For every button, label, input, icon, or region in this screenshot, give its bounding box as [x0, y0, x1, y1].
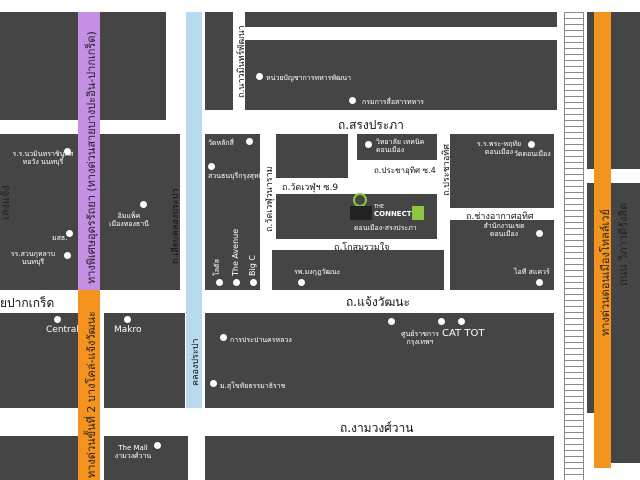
road-prachauthit-4: ถ.ประชาอุทิศ ซ.4	[374, 166, 436, 175]
poi-dot	[458, 318, 465, 325]
poi-dot	[210, 380, 217, 387]
block	[205, 12, 233, 110]
block	[611, 183, 640, 463]
poi-mahidol: มสธ.	[52, 234, 68, 242]
block	[245, 12, 557, 27]
poi-dot	[365, 141, 372, 148]
logo-brand-main: CONNECT	[374, 210, 412, 218]
block	[100, 12, 166, 120]
poi-dot	[233, 279, 240, 286]
poi-dot	[349, 97, 356, 104]
poi-dot	[220, 334, 227, 341]
poi-dot	[250, 279, 257, 286]
poi-dot	[54, 316, 61, 323]
poi-makro: Makro	[114, 325, 142, 335]
poi-dot	[140, 201, 147, 208]
logo-subtitle: ดอนเมือง-สรงประภา	[354, 224, 417, 232]
block	[0, 12, 78, 120]
road-chang-akat: ถ.ช่างอากาศอุทิศ	[466, 212, 534, 222]
poi-stou: ม.สุโขทัยธรรมาธิราช	[220, 382, 286, 390]
block	[205, 313, 554, 408]
road-wat-weru-vertical: ถ.วัดเวฬุวนาราม	[265, 166, 275, 232]
poi-comm-dept: กรมการสื่อสารทหาร	[362, 98, 424, 106]
poi-dot	[216, 279, 223, 286]
block	[450, 134, 554, 208]
block	[205, 436, 554, 480]
left-edge-label: เลงแจ้ง	[0, 185, 12, 220]
road-prachauthit: ถ.ประชาอุทิศ	[442, 144, 452, 196]
poi-pea: การประปานครหลวง	[230, 336, 292, 344]
orange-expressway-right	[594, 12, 611, 468]
block	[587, 12, 595, 169]
poi-cat-tot: CAT TOT	[442, 328, 485, 339]
logo-block-left	[350, 206, 372, 220]
poi-dot	[64, 252, 71, 259]
poi-dot	[438, 318, 445, 325]
road-nawamin-pattana: ถ.นาวมินทร์พัฒนา	[237, 25, 247, 98]
poi-dot	[66, 230, 73, 237]
poi-dot	[528, 141, 535, 148]
poi-wat-donmuang: วัดดอนเมือง	[514, 150, 551, 158]
poi-big-c: Big C	[248, 255, 257, 276]
purple-expressway	[78, 12, 100, 290]
orange-expressway-left	[78, 290, 100, 480]
poi-dot	[154, 442, 161, 449]
poi-dot	[246, 138, 253, 145]
poi-the-mall: The Mall งามวงศ์วาน	[114, 444, 152, 460]
poi-dm-school: ร.ร.พระ-หฤทัย ดอนเมือง	[476, 140, 522, 156]
block	[104, 313, 185, 408]
project-location-marker[interactable]	[353, 193, 367, 207]
purple-expressway-label: ทางพิเศษอุดรรัถยา (ทางด่วนสายบางปะอิน-ปา…	[85, 31, 98, 284]
block	[0, 436, 78, 480]
poi-dot	[536, 279, 543, 286]
poi-impact: อิมแพ็ค เมืองทองธานี	[109, 212, 149, 228]
block	[0, 313, 78, 408]
block	[100, 134, 180, 290]
poi-dot	[298, 279, 305, 286]
block	[611, 12, 640, 169]
poi-dot	[388, 318, 395, 325]
project-logo[interactable]: THE CONNECT ดอนเมือง-สรงประภา	[350, 204, 430, 232]
poi-military-unit: หน่วยบัญชาการทหารพัฒนา	[266, 74, 352, 82]
poi-it-square: ไอที สแควร์	[514, 268, 550, 276]
poi-nawamin-school: ร.ร.นวมินทราชินูทิศ หอวัง นนทบุรี	[12, 150, 74, 166]
orange-left-label: ทางด่วนขั้นที่ 2 บางโคล่-แจ้งวัฒนะ	[85, 311, 98, 478]
poi-govt-center: ศูนย์ราชการ กรุงเทพฯ	[401, 330, 439, 346]
vibhavadi-label: ถนน วิภาวดีรังสิต	[617, 202, 630, 286]
road-sian-khlong: ถ.เลียบคลองประปา	[171, 188, 181, 264]
block	[276, 134, 348, 178]
canal-label: คลองประปา	[191, 338, 201, 386]
poi-wat-laksi: วัดหลักสี่	[208, 139, 234, 147]
road-sorn-prapa: ถ.สรงประภา	[338, 118, 404, 132]
poi-donmuang-office: สำนักงานเขต ดอนเมือง	[483, 222, 525, 238]
road-khotsumruam: ถ.โกสุมรวมใจ	[334, 243, 390, 253]
poi-dot	[208, 163, 215, 170]
block	[245, 40, 557, 110]
poi-dot	[64, 148, 71, 155]
canal	[186, 12, 202, 408]
block	[104, 436, 188, 480]
road-ngam-wong-wan: ถ.งามวงศ์วาน	[340, 421, 414, 435]
block	[0, 134, 78, 290]
road-wat-weru-9: ถ.วัดเวฬุฯ ซ.9	[282, 183, 339, 193]
poi-hospital: รพ.มงกุฎวัฒนะ	[294, 268, 341, 276]
poi-dot	[536, 230, 543, 237]
logo-brand-top: THE	[374, 204, 384, 210]
block	[587, 183, 595, 413]
block	[205, 134, 260, 290]
poi-dot	[256, 73, 263, 80]
logo-block-right	[412, 206, 424, 220]
poi-dot	[124, 316, 131, 323]
poi-lotus: โลตัส	[213, 259, 221, 276]
poi-suan-kularb: รร.สวนกุหลาบ นนทบุรี	[10, 250, 56, 266]
poi-laksi-park: สวนธนบุรีกรุงสุทธิ์	[208, 172, 263, 180]
road-pak-kret: ยปากเกร็ด	[0, 296, 55, 310]
orange-right-label: ทางด่วนดอนเมืองโทลล์เวย์	[599, 209, 612, 336]
poi-the-avenue: The Avenue	[231, 228, 240, 276]
railway	[564, 12, 584, 480]
road-chaeng-wattana: ถ.แจ้งวัฒนะ	[346, 295, 410, 309]
poi-central: Central	[46, 325, 79, 335]
poi-donmuang-college: วิทยาลัย เทคนิคดอนเมือง	[376, 138, 425, 154]
